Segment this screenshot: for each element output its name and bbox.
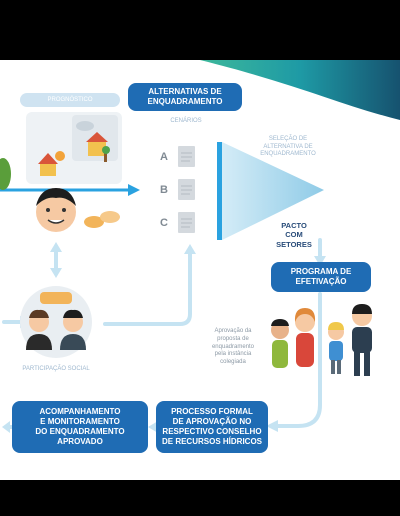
participacao-label: PARTICIPAÇÃO SOCIAL (22, 366, 90, 372)
man-face-illustration (36, 188, 76, 232)
alternativas-button[interactable]: ALTERNATIVAS DE ENQUADRAMENTO (128, 83, 242, 111)
funnel-shape (222, 142, 324, 240)
processo-button[interactable]: PROCESSO FORMAL DE APROVAÇÃO NO RESPECTI… (156, 401, 268, 453)
arrowhead-down-funnel (314, 256, 326, 266)
arrowhead-up-face (50, 242, 62, 252)
social-participation-illustration (20, 286, 92, 358)
cenarios-label: CENÁRIOS (170, 118, 202, 124)
tree-icon (0, 158, 11, 190)
prognostico-label: PROGNÓSTICO (20, 93, 120, 107)
diagram-graphics (0, 60, 400, 433)
funnel-edge (217, 142, 222, 240)
programa-button[interactable]: PROGRAMA DE EFETIVAÇÃO (271, 262, 371, 292)
selecao-label: SELEÇÃO DE ALTERNATIVA DE ENQUADRAMENTO (260, 136, 316, 157)
arrow-programa-down (272, 292, 322, 428)
arrowhead-left-edge (2, 421, 10, 433)
houses-illustration (38, 121, 110, 176)
alternative-b-letter: B (160, 184, 168, 196)
main-blue-arrowhead (128, 184, 140, 196)
speech-bubbles-icon (84, 211, 120, 228)
arrowhead-up-cenarios (184, 244, 196, 254)
acompanhamento-button[interactable]: ACOMPANHAMENTO E MONITORAMENTO DO ENQUAD… (12, 401, 148, 453)
alternative-c-letter: C (160, 217, 168, 229)
arrowhead-left-processo (266, 420, 278, 432)
arrowhead-down-social (50, 268, 62, 278)
alternative-a-letter: A (160, 151, 168, 163)
pacto-label: PACTO COM SETORES (276, 221, 312, 249)
header-wave (200, 60, 400, 120)
flowchart-stage: PROGNÓSTICO ALTERNATIVAS DE ENQUADRAMENT… (0, 60, 400, 480)
arrow-social-to-cenarios (103, 248, 192, 326)
aprovacao-label: Aprovação da proposta de enquadramento p… (211, 328, 255, 366)
arrowhead-left-acomp (148, 421, 158, 433)
people-group-illustration (271, 304, 372, 376)
